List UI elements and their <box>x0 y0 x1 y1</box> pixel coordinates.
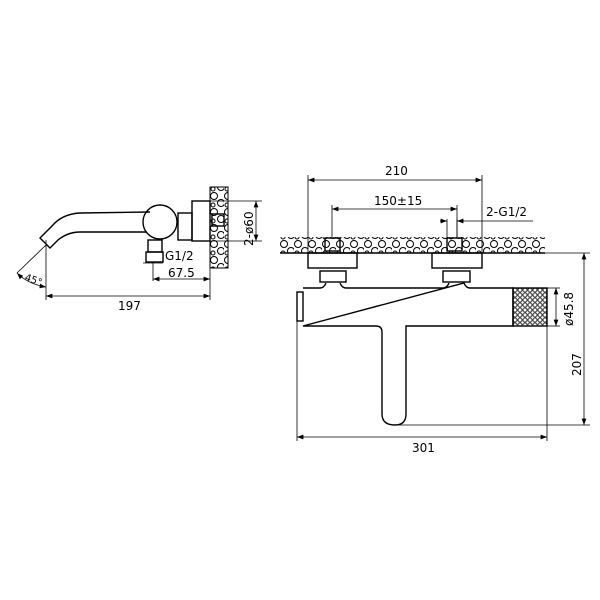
escutcheon-right <box>431 252 483 269</box>
dim-width: 301 <box>412 441 435 455</box>
dim-angle: 45° <box>23 272 43 288</box>
knurled-handle <box>512 287 548 327</box>
spout <box>39 211 151 249</box>
dim-outlet-thread: G1/2 <box>165 249 194 263</box>
wall-section <box>209 186 229 269</box>
dim-flange-diameter: 2-ø60 <box>242 211 256 246</box>
valve-body <box>142 204 178 240</box>
outlet-stub <box>147 239 163 253</box>
dim-projection: 197 <box>118 299 141 313</box>
front-view: 210 150±15 2-G1/2 ø45.8 207 301 <box>280 164 590 455</box>
dim-inlet-thread: 2-G1/2 <box>486 205 527 219</box>
nut-right <box>442 270 471 283</box>
dim-handle-diameter: ø45.8 <box>562 292 576 326</box>
dim-max-centers: 210 <box>385 164 408 178</box>
dim-centers: 150±15 <box>374 194 422 208</box>
dim-outlet-offset: 67.5 <box>168 266 195 280</box>
inlet-left <box>324 237 341 252</box>
side-view: 2-ø60 G1/2 67.5 197 45° <box>16 186 262 313</box>
inlet-right <box>446 237 463 252</box>
dim-height: 207 <box>570 353 584 376</box>
outlet-nut <box>145 251 164 263</box>
inlet-square <box>211 213 225 227</box>
nut-left <box>319 270 347 283</box>
escutcheon-left <box>307 252 358 269</box>
mixer-body <box>302 282 514 426</box>
flange <box>191 200 211 242</box>
wall-section <box>280 237 545 253</box>
end-cap <box>296 291 304 322</box>
connector <box>177 212 193 241</box>
